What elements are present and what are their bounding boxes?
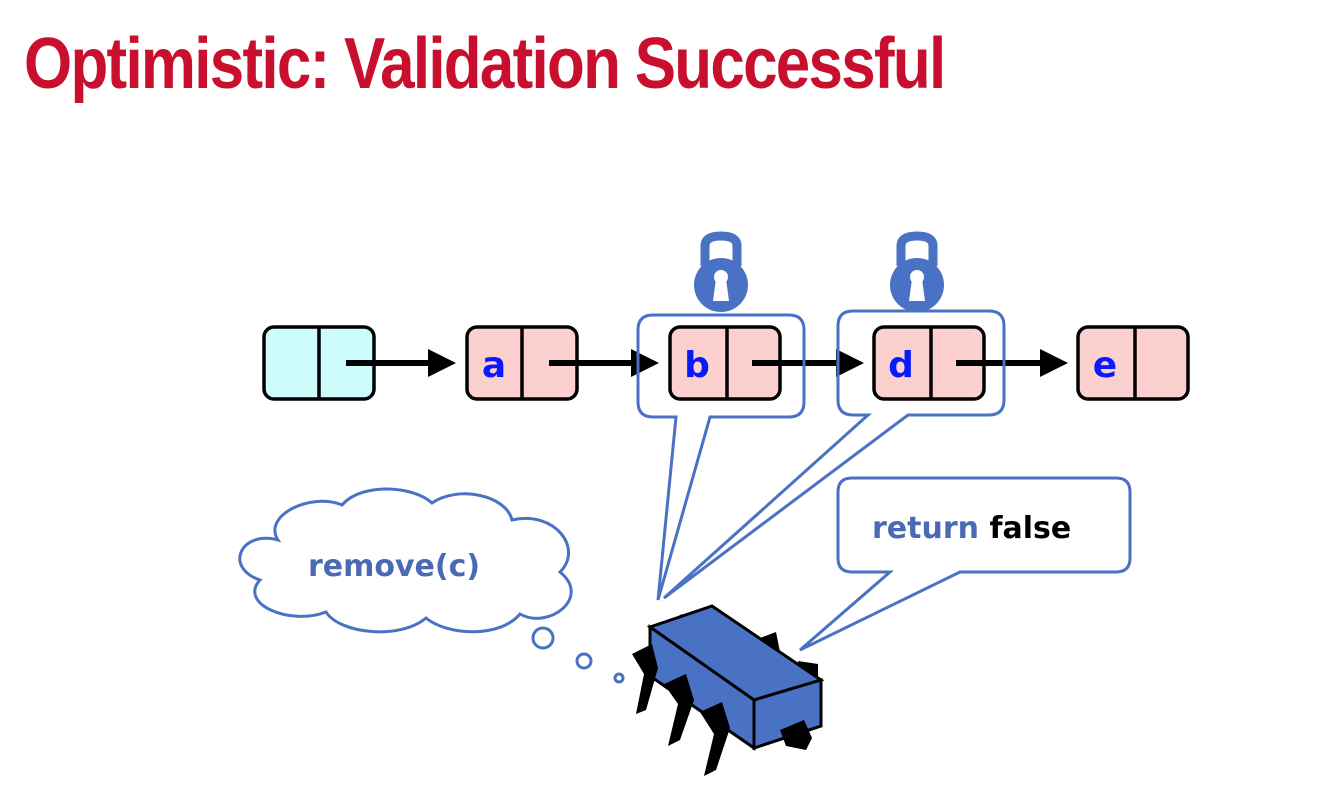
svg-text:return false: return false (872, 511, 1071, 546)
node-d-label: d (888, 345, 914, 386)
thought-bubble-dot (613, 672, 625, 684)
thought-cloud: remove(c) (238, 487, 573, 634)
lock-callout-d (662, 309, 1006, 600)
lock-icon (694, 231, 748, 312)
speech-value: false (989, 511, 1071, 546)
node-b-label: b (684, 345, 710, 386)
node-e-label: e (1093, 345, 1117, 386)
thought-text: remove(c) (308, 549, 480, 584)
node-b: b (668, 325, 782, 401)
thought-bubble-dot (575, 652, 593, 670)
lock-icon (890, 231, 944, 312)
node-a: a (465, 325, 579, 401)
speech-bubble: return false (799, 476, 1132, 652)
thought-bubble-dot (531, 626, 555, 650)
arrow-right-icon (752, 349, 864, 377)
processor-chip-icon (632, 604, 825, 776)
arrow-right-icon (346, 349, 456, 377)
speech-keyword: return (872, 511, 979, 546)
node-a-label: a (482, 345, 506, 386)
node-e: e (1076, 325, 1190, 401)
arrow-right-icon (956, 349, 1068, 377)
slide-title: Optimistic: Validation Successful (24, 24, 946, 104)
lock-callout-b (636, 313, 806, 601)
